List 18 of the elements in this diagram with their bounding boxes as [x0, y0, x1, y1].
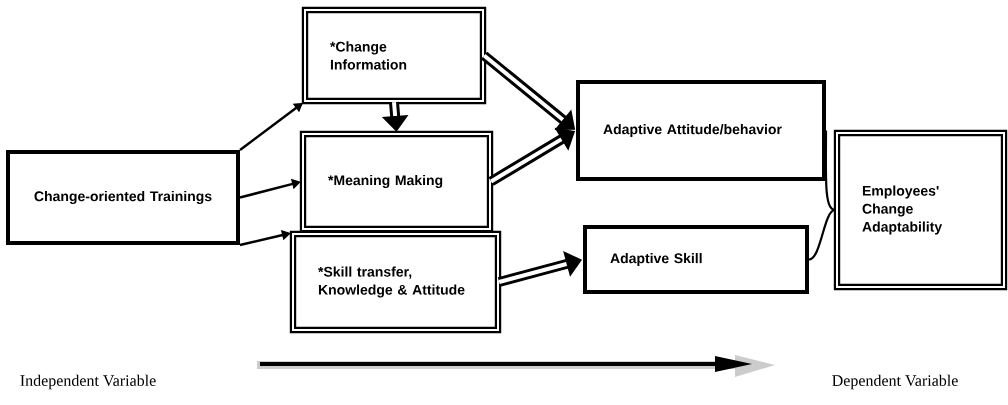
axis-label: Independent Variable	[20, 374, 156, 390]
process-box	[301, 6, 487, 105]
brace-line	[808, 208, 836, 261]
node-label: Adaptive Attitude/behavior	[603, 123, 782, 137]
process-box	[289, 230, 502, 334]
process-box	[6, 150, 240, 245]
process-box	[833, 129, 1008, 291]
block-arrow	[497, 251, 582, 287]
arrow	[239, 102, 303, 151]
node-label: Change-oriented Trainings	[34, 190, 212, 205]
process-box	[299, 130, 494, 233]
axis-label: Dependent Variable	[832, 374, 958, 390]
node-label: Adaptive Skill	[610, 252, 702, 266]
node-label: Employees' Change Adaptability	[862, 185, 943, 235]
brace-line	[824, 130, 836, 212]
node-label: *Meaning Making	[328, 174, 443, 189]
node-label: *Change Information	[330, 41, 407, 70]
node-label: *Skill transfer, Knowledge & Attitude	[318, 266, 465, 298]
